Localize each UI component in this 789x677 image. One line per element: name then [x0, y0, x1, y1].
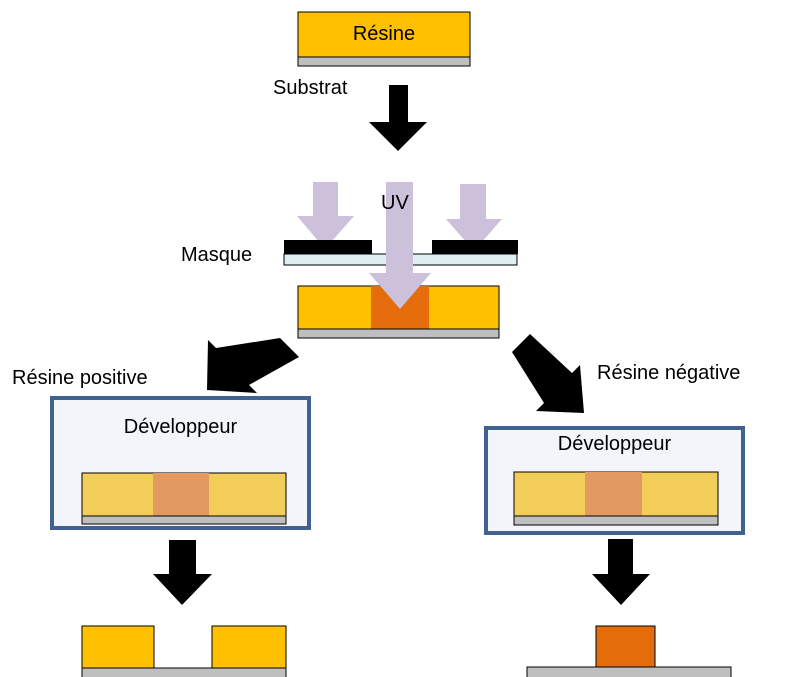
result-positive-resin-right	[211, 625, 287, 669]
dev-left-substrate	[81, 515, 287, 525]
developer-label-left: Développeur	[123, 416, 238, 438]
dev-right-substrate	[513, 515, 719, 526]
mask-label: Masque	[181, 244, 253, 266]
developer-label-right: Développeur	[557, 433, 672, 455]
down-arrow-left-icon	[153, 540, 212, 605]
top-substrate-layer	[297, 56, 471, 67]
substrate-label: Substrat	[273, 77, 348, 99]
uv-label: UV	[381, 192, 409, 214]
down-arrow-icon	[369, 85, 427, 151]
mask-metal-left	[284, 240, 372, 254]
diagonal-arrow-right-icon	[512, 334, 584, 413]
uv-arrow-right-icon	[446, 184, 502, 251]
result-negative-substrate	[526, 666, 732, 677]
result-positive-substrate	[81, 667, 287, 677]
result-positive-resin-left	[81, 625, 155, 669]
dev-left-exposed	[153, 473, 209, 516]
top-resin-layer	[297, 11, 471, 58]
diagonal-arrow-left-icon	[207, 338, 299, 393]
positive-resin-label: Résine positive	[12, 367, 148, 389]
resin-label: Résine	[352, 23, 416, 45]
dev-right-exposed	[585, 472, 642, 516]
uv-arrow-left-icon	[297, 182, 354, 249]
mask-metal-right	[432, 240, 518, 254]
down-arrow-right-icon	[592, 539, 650, 605]
result-negative-exposed	[595, 625, 656, 668]
negative-resin-label: Résine négative	[597, 362, 741, 384]
exposure-substrate-layer	[297, 328, 500, 339]
uv-arrow-center-icon	[369, 182, 431, 309]
